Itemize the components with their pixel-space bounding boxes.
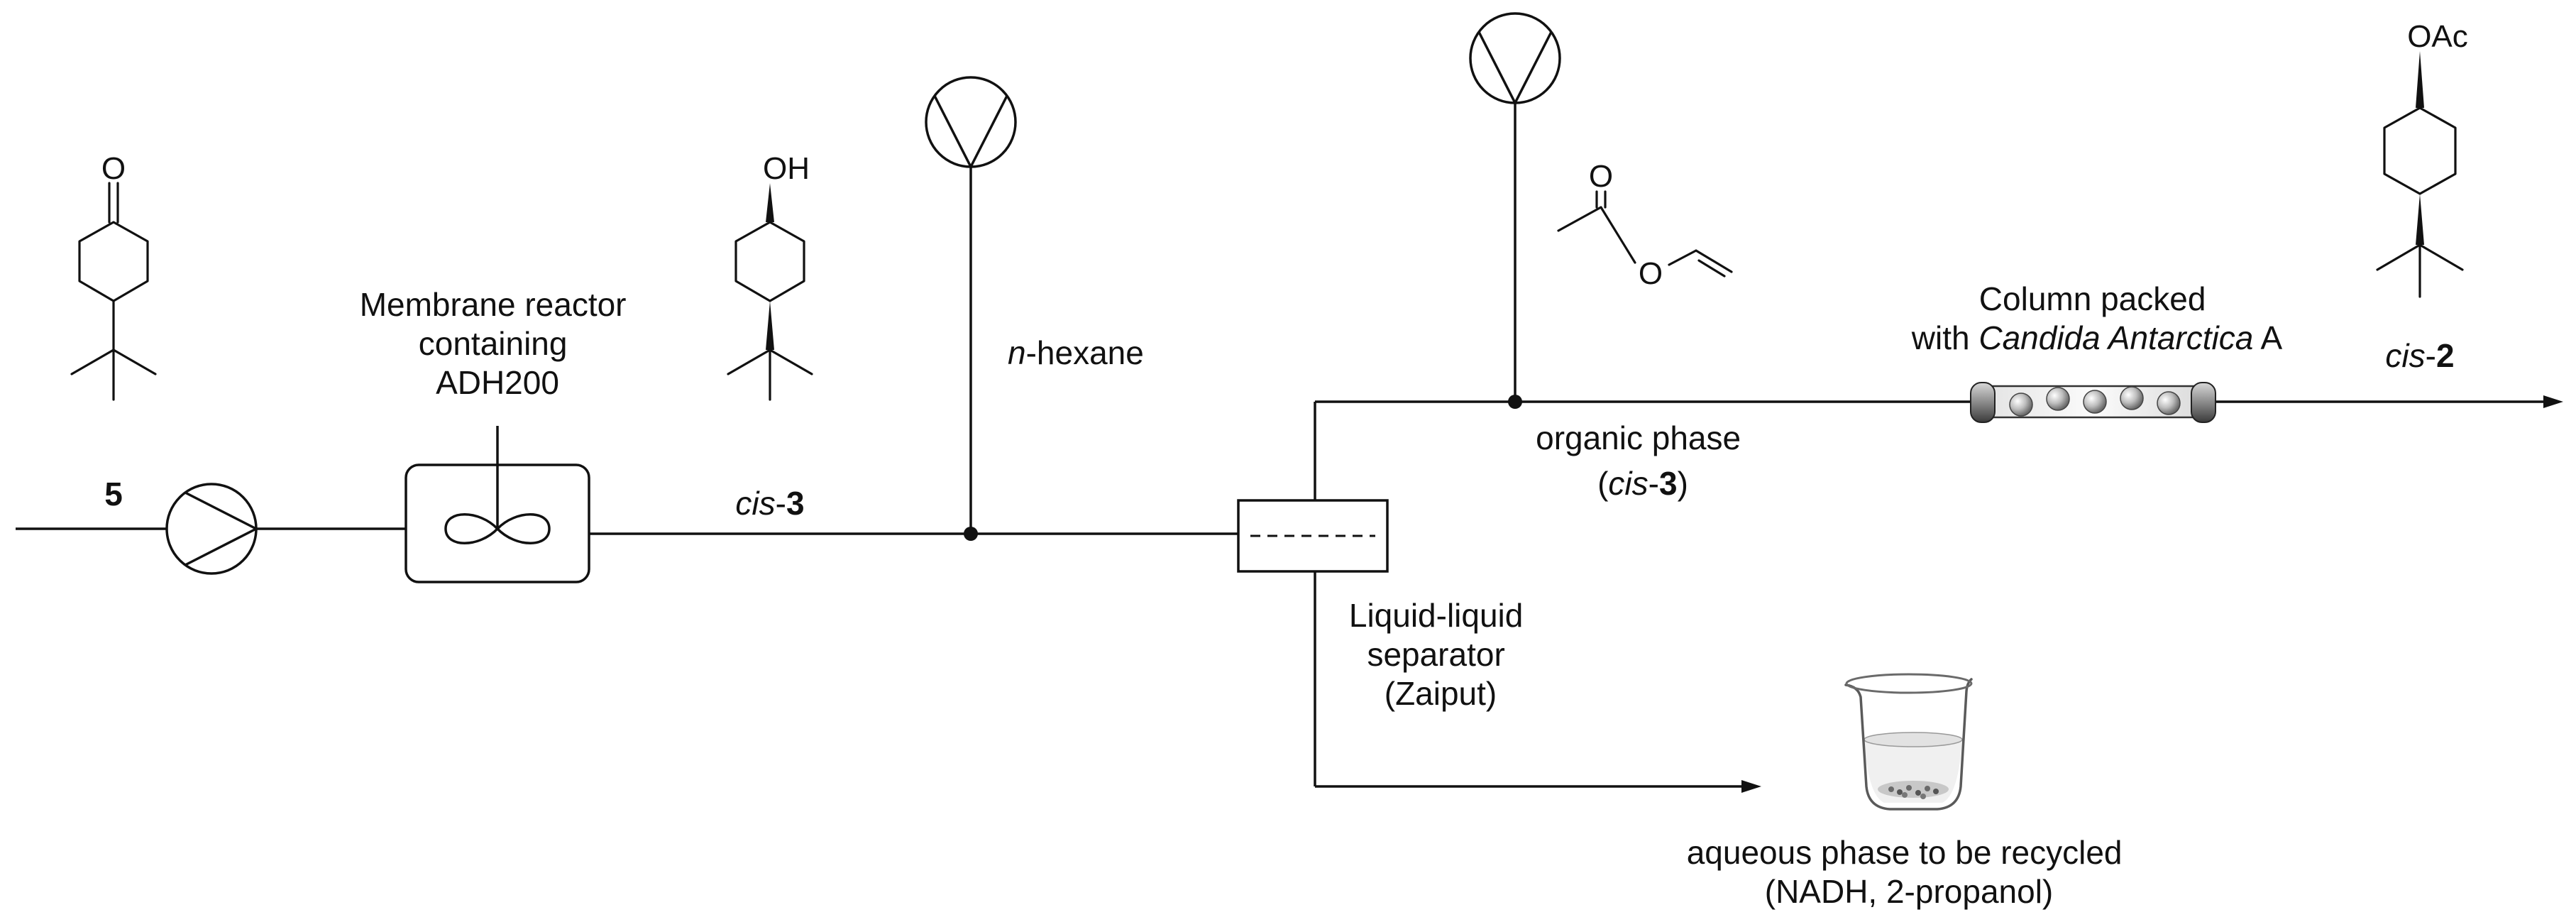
svg-text:O: O xyxy=(1639,256,1663,291)
pump-hexane-icon xyxy=(925,76,1017,168)
column-label: Column packed with Candida Antarctica A xyxy=(1911,280,2283,356)
cis-2-structure: OAc xyxy=(2376,19,2468,298)
cis-2-label: cis-2 xyxy=(2385,337,2454,374)
vinyl-acetate-structure: O O xyxy=(1557,159,1733,291)
svg-text:O: O xyxy=(101,151,126,186)
compound-5-label: 5 xyxy=(104,476,123,512)
pump-feed-icon xyxy=(165,483,258,575)
junction-dot-vinyl-acetate xyxy=(1508,395,1522,409)
organic-phase-label: organic phase (cis-3) xyxy=(1536,419,1750,502)
cis-3-structure: OH xyxy=(727,151,813,401)
hexane-label: n-hexane xyxy=(1008,334,1144,371)
separator-label: Liquid-liquid separator (Zaiput) xyxy=(1349,597,1532,712)
svg-text:OH: OH xyxy=(763,151,810,186)
flow-lines xyxy=(16,103,2563,793)
membrane-reactor-label: Membrane reactor containing ADH200 xyxy=(360,286,636,401)
packed-column xyxy=(1970,382,2216,423)
junction-dot-hexane xyxy=(964,527,978,541)
aqueous-phase-label: aqueous phase to be recycled (NADH, 2-pr… xyxy=(1687,834,2132,910)
compound-5-structure: O xyxy=(70,151,157,401)
svg-text:O: O xyxy=(1589,159,1613,194)
pump-vinyl-acetate-icon xyxy=(1469,12,1561,104)
membrane-reactor xyxy=(404,426,590,583)
svg-text:OAc: OAc xyxy=(2407,19,2468,54)
beaker-icon xyxy=(1844,673,1973,811)
liquid-liquid-separator xyxy=(1237,499,1389,573)
cis-3-label: cis-3 xyxy=(735,485,804,522)
